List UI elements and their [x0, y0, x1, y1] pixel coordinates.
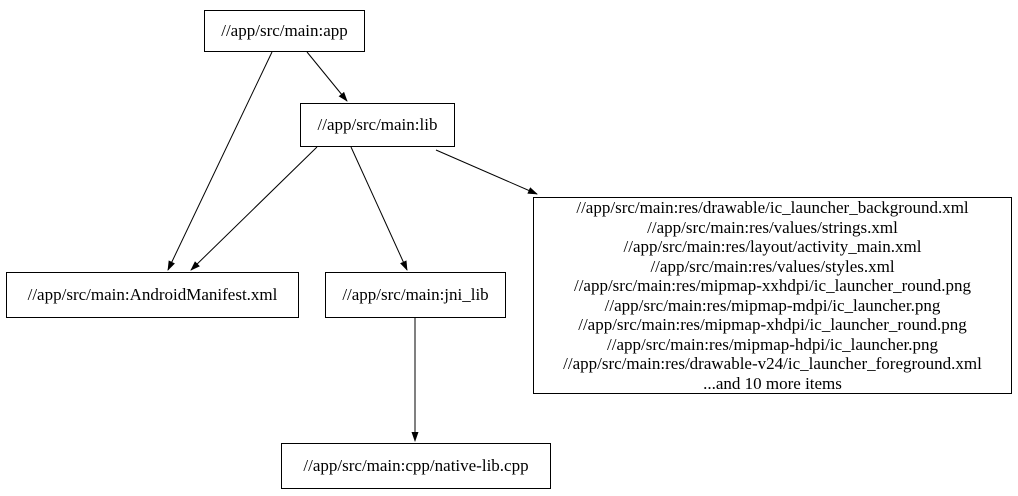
res-group-line: //app/src/main:res/mipmap-xxhdpi/ic_laun…	[573, 276, 972, 295]
node-lib: //app/src/main:lib	[300, 103, 455, 147]
edge-lib-to-res-group	[435, 149, 538, 195]
edge-lib-to-manifest	[190, 146, 318, 271]
res-group-line-more: ...and 10 more items	[703, 373, 842, 393]
res-group-line: //app/src/main:res/mipmap-xhdpi/ic_launc…	[578, 315, 967, 334]
edge-app-to-lib	[306, 51, 348, 102]
node-native-lib-cpp: //app/src/main:cpp/native-lib.cpp	[281, 443, 551, 489]
res-group-line: //app/src/main:res/values/strings.xml	[647, 217, 898, 237]
node-jni-lib: //app/src/main:jni_lib	[325, 272, 506, 318]
res-group-line: //app/src/main:res/drawable/ic_launcher_…	[576, 198, 969, 217]
node-lib-label: //app/src/main:lib	[317, 115, 438, 135]
edge-lib-to-jni-lib	[350, 146, 408, 271]
node-app-label: //app/src/main:app	[221, 21, 348, 41]
node-jni-lib-label: //app/src/main:jni_lib	[342, 285, 489, 305]
node-app: //app/src/main:app	[204, 10, 365, 52]
res-group-line: //app/src/main:res/values/styles.xml	[650, 256, 895, 276]
res-group-line: //app/src/main:res/drawable-v24/ic_launc…	[563, 354, 982, 373]
res-group-line: //app/src/main:res/mipmap-mdpi/ic_launch…	[604, 295, 941, 315]
node-android-manifest-label: //app/src/main:AndroidManifest.xml	[27, 285, 278, 305]
edge-app-to-manifest	[167, 51, 273, 271]
node-android-manifest: //app/src/main:AndroidManifest.xml	[6, 272, 299, 318]
node-res-group: //app/src/main:res/drawable/ic_launcher_…	[533, 197, 1012, 394]
res-group-line: //app/src/main:res/layout/activity_main.…	[623, 237, 922, 256]
node-native-lib-cpp-label: //app/src/main:cpp/native-lib.cpp	[303, 456, 529, 476]
res-group-line: //app/src/main:res/mipmap-hdpi/ic_launch…	[607, 334, 938, 354]
